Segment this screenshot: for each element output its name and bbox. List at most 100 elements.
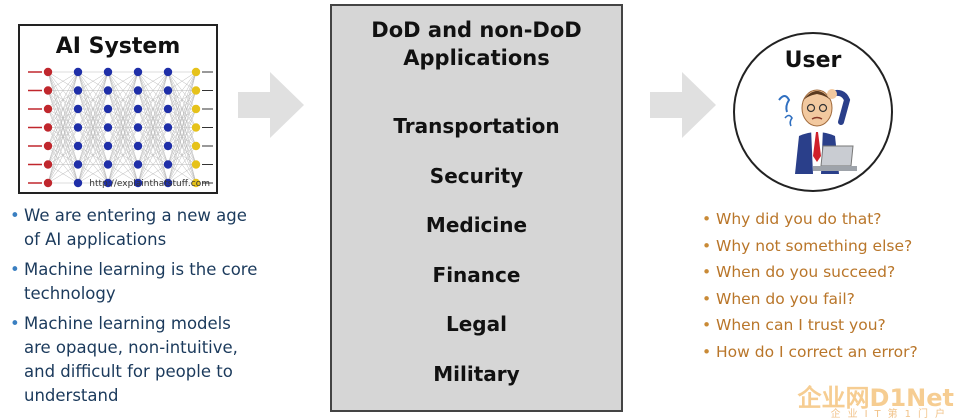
- network-node: [73, 141, 83, 151]
- user-question: When do you fail?: [702, 286, 960, 313]
- network-connection: [77, 71, 109, 110]
- network-connection: [167, 71, 197, 147]
- network-connection: [167, 90, 197, 184]
- network-node: [133, 104, 143, 114]
- network-connection: [47, 90, 79, 184]
- ai-bullet: Machine learning models are opaque, non-…: [10, 312, 260, 408]
- network-connection: [137, 71, 169, 110]
- network-node: [191, 86, 201, 95]
- network-node: [163, 141, 173, 151]
- network-node: [191, 104, 201, 114]
- ai-bullet: We are entering a new age of AI applicat…: [10, 204, 260, 252]
- network-node: [73, 123, 83, 132]
- application-item: Finance: [432, 262, 521, 287]
- network-node: [43, 160, 53, 169]
- network-connection: [167, 164, 197, 184]
- network-connection: [77, 71, 109, 128]
- network-node: [163, 67, 173, 77]
- network-connection: [137, 90, 169, 184]
- applications-list: Transportation Security Medicine Finance…: [332, 114, 621, 411]
- network-connection: [47, 145, 79, 184]
- network-node: [163, 178, 173, 188]
- network-connection: [47, 71, 79, 147]
- image-source-url: http://explainthatstuff.com: [89, 179, 210, 189]
- network-node: [133, 123, 143, 132]
- network-node: [73, 160, 83, 169]
- network-connection: [77, 71, 109, 147]
- user-panel: User: [733, 32, 893, 192]
- network-connection: [47, 71, 79, 128]
- network-node: [191, 178, 201, 188]
- network-node: [103, 86, 113, 95]
- application-item: Military: [433, 361, 520, 386]
- network-node: [191, 67, 201, 77]
- network-node: [133, 160, 143, 169]
- user-question: Why did you do that?: [702, 206, 960, 233]
- network-node: [103, 67, 113, 77]
- network-node: [163, 86, 173, 95]
- network-connection: [167, 71, 197, 128]
- network-node: [43, 104, 53, 114]
- user-question: How do I correct an error?: [702, 339, 960, 366]
- neural-network-icon: [28, 67, 213, 188]
- network-connection: [137, 127, 169, 184]
- network-connection: [107, 71, 139, 165]
- network-connection: [137, 71, 169, 147]
- network-connection: [77, 108, 109, 184]
- network-node: [163, 104, 173, 114]
- network-node: [191, 141, 201, 151]
- network-connection: [167, 71, 197, 91]
- confused-user-icon: [778, 89, 857, 174]
- network-connection: [167, 145, 197, 184]
- network-node: [133, 86, 143, 95]
- network-connection: [77, 71, 109, 165]
- network-connection: [47, 164, 79, 184]
- network-connection: [77, 145, 109, 184]
- user-question: Why not something else?: [702, 233, 960, 260]
- ai-system-title: AI System: [55, 34, 181, 59]
- network-connection: [47, 108, 79, 184]
- network-connection: [77, 71, 109, 184]
- application-item: Transportation: [393, 114, 560, 138]
- network-connection: [107, 108, 139, 184]
- network-connection: [107, 71, 139, 91]
- user-question: When do you succeed?: [702, 259, 960, 286]
- network-connection: [77, 127, 109, 184]
- network-connection: [137, 71, 169, 184]
- right-arrow-icon: [650, 72, 716, 138]
- network-connection: [47, 127, 79, 184]
- user-question-list: Why did you do that? Why not something e…: [702, 206, 960, 365]
- network-connection: [167, 71, 197, 110]
- network-connection: [77, 164, 109, 184]
- network-node: [43, 86, 53, 95]
- network-node: [103, 104, 113, 114]
- network-connection: [167, 108, 197, 184]
- network-connection: [107, 71, 139, 128]
- network-node: [103, 178, 113, 188]
- network-connection: [77, 71, 109, 91]
- network-connection: [137, 164, 169, 184]
- user-question: When can I trust you?: [702, 312, 960, 339]
- network-node: [73, 104, 83, 114]
- ai-system-panel: AI System http://explainthatstuff.com: [18, 24, 218, 194]
- network-connection: [107, 71, 139, 110]
- network-node: [43, 67, 53, 77]
- applications-panel: DoD and non-DoD Applications Transportat…: [330, 4, 623, 412]
- watermark-main: 企业网D1Net: [797, 384, 954, 412]
- network-connection: [107, 90, 139, 184]
- application-item: Legal: [446, 312, 507, 336]
- network-node: [133, 178, 143, 188]
- network-node: [103, 160, 113, 169]
- network-connection: [77, 90, 109, 184]
- network-connection: [47, 71, 79, 91]
- network-connection: [107, 127, 139, 184]
- network-connection: [47, 71, 79, 110]
- network-node: [73, 67, 83, 77]
- network-connection: [137, 71, 169, 91]
- network-node: [73, 86, 83, 95]
- network-connection: [107, 71, 139, 147]
- network-connection: [167, 127, 197, 184]
- ai-bullet-list: We are entering a new age of AI applicat…: [10, 204, 260, 414]
- watermark-logo: 企业网D1Net 企业IT第1门户: [784, 378, 954, 420]
- network-node: [43, 123, 53, 132]
